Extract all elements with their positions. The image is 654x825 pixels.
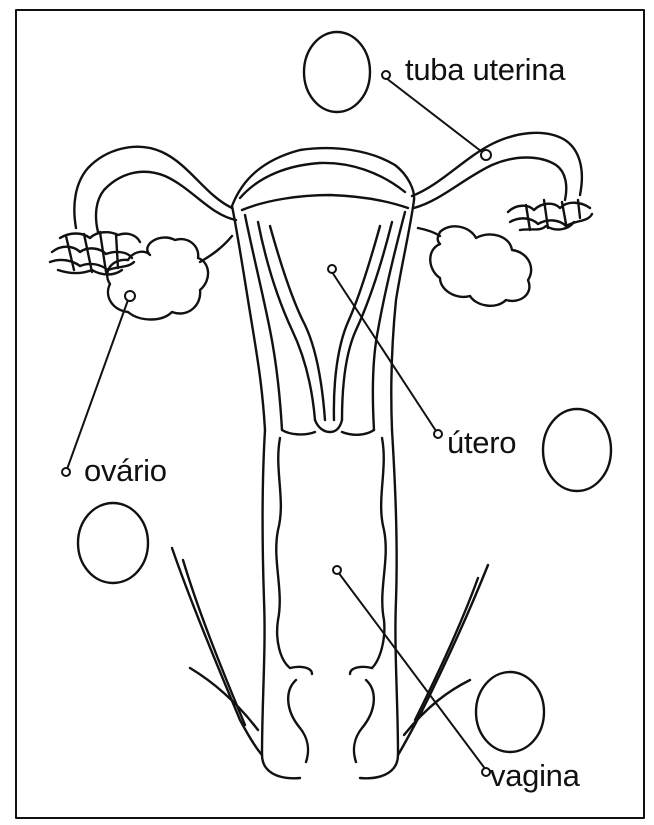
vagina <box>262 430 398 778</box>
left-fallopian-tube <box>50 147 236 275</box>
uterus <box>232 148 414 435</box>
vulva-outline <box>172 548 488 755</box>
label-tuba-uterina: tuba uterina <box>405 54 565 85</box>
label-utero: útero <box>447 427 516 458</box>
answer-circle-utero[interactable] <box>543 409 611 491</box>
answer-circle-vagina[interactable] <box>476 672 544 752</box>
label-vagina: vagina <box>490 760 580 791</box>
answer-circle-tuba-uterina[interactable] <box>304 32 370 112</box>
page-frame <box>16 10 644 818</box>
label-ovario: ovário <box>84 455 167 486</box>
right-ovary <box>418 226 531 305</box>
answer-circle-ovario[interactable] <box>78 503 148 583</box>
right-fallopian-tube <box>412 133 592 230</box>
leader-lines <box>62 71 491 776</box>
